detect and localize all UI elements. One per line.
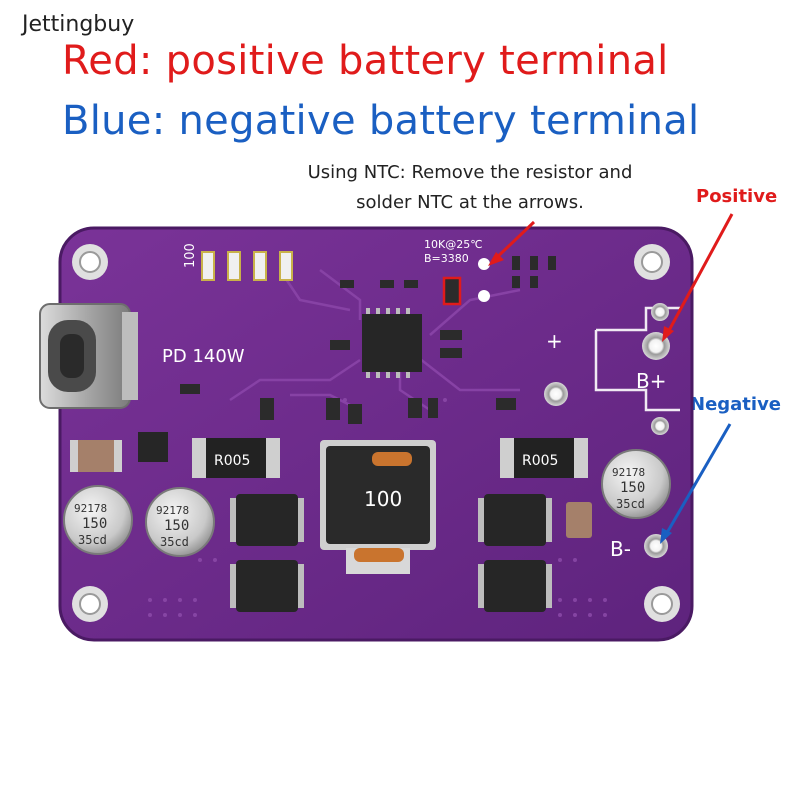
silk-ntc-beta: B=3380 xyxy=(424,252,469,265)
controller-ic xyxy=(362,308,422,378)
silk-ntc-spec: 10K@25℃ xyxy=(424,238,483,251)
cap1-line2: 150 xyxy=(82,516,107,532)
status-leds xyxy=(201,251,293,281)
power-inductor: 100 xyxy=(320,440,436,574)
small-ic xyxy=(138,432,168,462)
cap3-line1: 92178 xyxy=(612,466,645,479)
sense-resistor-right: R005 xyxy=(500,438,588,478)
legend-negative-text: Blue: negative battery terminal xyxy=(62,98,700,144)
mounting-hole-bottom-right xyxy=(644,586,680,622)
electrolytic-capacitor-3: 92178 150 35cd xyxy=(601,449,671,519)
positive-label: Positive xyxy=(696,186,778,207)
mosfets xyxy=(236,494,546,612)
sense-resistor-left-label: R005 xyxy=(214,453,250,469)
silk-100: 100 xyxy=(183,243,198,268)
mounting-hole-top-right xyxy=(634,244,670,280)
silk-pd-140w: PD 140W xyxy=(162,346,245,367)
silk-b-plus: B+ xyxy=(636,369,666,393)
cap2-line1: 92178 xyxy=(156,504,189,517)
mounting-hole-top-left xyxy=(72,244,108,280)
ceramic-capacitor-left xyxy=(70,440,122,472)
electrolytic-capacitor-2: 92178 150 35cd xyxy=(145,487,215,557)
inductor-label: 100 xyxy=(364,487,402,511)
negative-arrow xyxy=(660,423,732,544)
ntc-instruction-line1: Using NTC: Remove the resistor and xyxy=(307,162,633,183)
sense-resistor-right-label: R005 xyxy=(522,453,558,469)
smd-components-top xyxy=(180,256,556,424)
brand-watermark: Jettingbuy xyxy=(22,12,135,37)
legend-positive-text: Red: positive battery terminal xyxy=(62,38,669,84)
silk-plus: + xyxy=(546,329,563,353)
ntc-pad xyxy=(478,258,490,270)
ntc-arrow xyxy=(488,220,536,266)
ntc-resistor xyxy=(442,276,462,306)
cap2-line2: 150 xyxy=(164,518,189,534)
cap1-line3: 35cd xyxy=(78,533,107,547)
positive-arrow xyxy=(662,213,734,342)
cap1-line1: 92178 xyxy=(74,502,107,515)
ceramic-capacitor-right xyxy=(566,502,592,538)
mounting-hole-bottom-left xyxy=(72,586,108,622)
usb-c-connector xyxy=(39,303,138,409)
electrolytic-capacitor-1: 92178 150 35cd xyxy=(63,485,133,555)
cap3-line3: 35cd xyxy=(616,497,645,511)
cap2-line3: 35cd xyxy=(160,535,189,549)
ntc-instruction-line2: solder NTC at the arrows. xyxy=(356,192,584,213)
ntc-instruction: Using NTC: Remove the resistor and solde… xyxy=(270,158,670,218)
negative-label: Negative xyxy=(690,394,782,415)
cap3-line2: 150 xyxy=(620,480,645,496)
sense-resistor-left: R005 xyxy=(192,438,280,478)
silk-b-minus: B- xyxy=(610,537,631,561)
battery-pads xyxy=(544,303,669,435)
